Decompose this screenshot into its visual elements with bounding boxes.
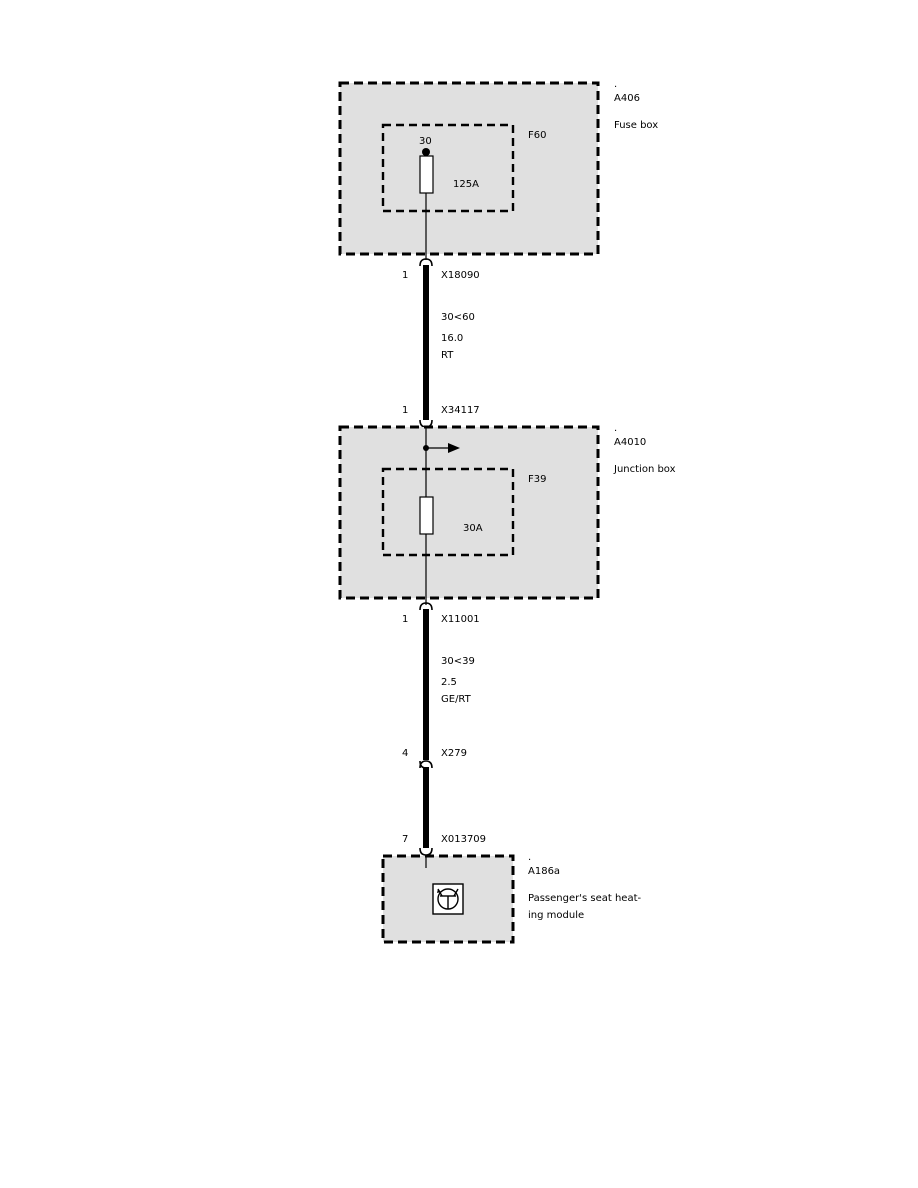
- fuse-f39-element: [419, 496, 434, 535]
- fuse-f60-terminal: 30: [419, 136, 432, 147]
- connector-x34117-id: X34117: [441, 405, 480, 416]
- connector-x013709-pin: 7: [402, 834, 408, 845]
- connector-x11001-symbol: [419, 602, 433, 611]
- seat-module-name-line2: ing module: [528, 910, 584, 921]
- connector-x279-symbol: [419, 760, 433, 769]
- seat-module-outline: [381, 854, 515, 944]
- seat-module-dot: .: [528, 852, 531, 863]
- connector-x18090-id: X18090: [441, 270, 480, 281]
- junction-box-id: A4010: [614, 437, 646, 448]
- wire-2-color: GE/RT: [441, 694, 472, 705]
- seat-module-name-line1: Passenger's seat heat-: [528, 893, 641, 904]
- connector-x11001-pin: 1: [402, 614, 408, 625]
- fuse-f39-id: F39: [528, 474, 546, 485]
- junction-box-a4010: [338, 425, 600, 605]
- fuse-box-id: A406: [614, 93, 640, 104]
- junction-box-dot: .: [614, 423, 617, 434]
- junction-box-name: Junction box: [613, 464, 676, 475]
- connector-x11001-id: X11001: [441, 614, 480, 625]
- fuse-f60-id: F60: [528, 130, 546, 141]
- fuse-f39-rating: 30A: [463, 523, 483, 534]
- terminal-30-dot: [422, 148, 430, 156]
- fuse-f60-element: [419, 155, 434, 194]
- wire-1-size: 16.0: [441, 333, 463, 344]
- fuse-box-a406: [338, 81, 600, 256]
- connector-x013709-id: X013709: [441, 834, 486, 845]
- fuse-f60-rating: 125A: [453, 179, 479, 190]
- seat-module-id: A186a: [528, 866, 560, 877]
- connector-x279-pin: 4: [402, 748, 408, 759]
- connector-x013709-symbol: [419, 847, 433, 856]
- wire-1-circuit: 30<60: [441, 312, 475, 323]
- transistor-icon: [432, 883, 464, 915]
- fuse-box-name: Fuse box: [614, 120, 658, 131]
- wire-2-circuit: 30<39: [441, 656, 475, 667]
- wire-2-size: 2.5: [441, 677, 457, 688]
- fuse-box-dot: .: [614, 79, 617, 90]
- connector-x34117-pin: 1: [402, 405, 408, 416]
- wire-1-color: RT: [441, 350, 454, 361]
- connector-x279-id: X279: [441, 748, 467, 759]
- fuse-f60-outline: [381, 123, 515, 213]
- connector-x18090-symbol: [419, 258, 433, 267]
- junction-branch-arrow-icon: [448, 443, 460, 453]
- connector-x18090-pin: 1: [402, 270, 408, 281]
- fuse-f39-outline: [381, 467, 515, 557]
- seat-heating-module-a186a: [381, 854, 515, 944]
